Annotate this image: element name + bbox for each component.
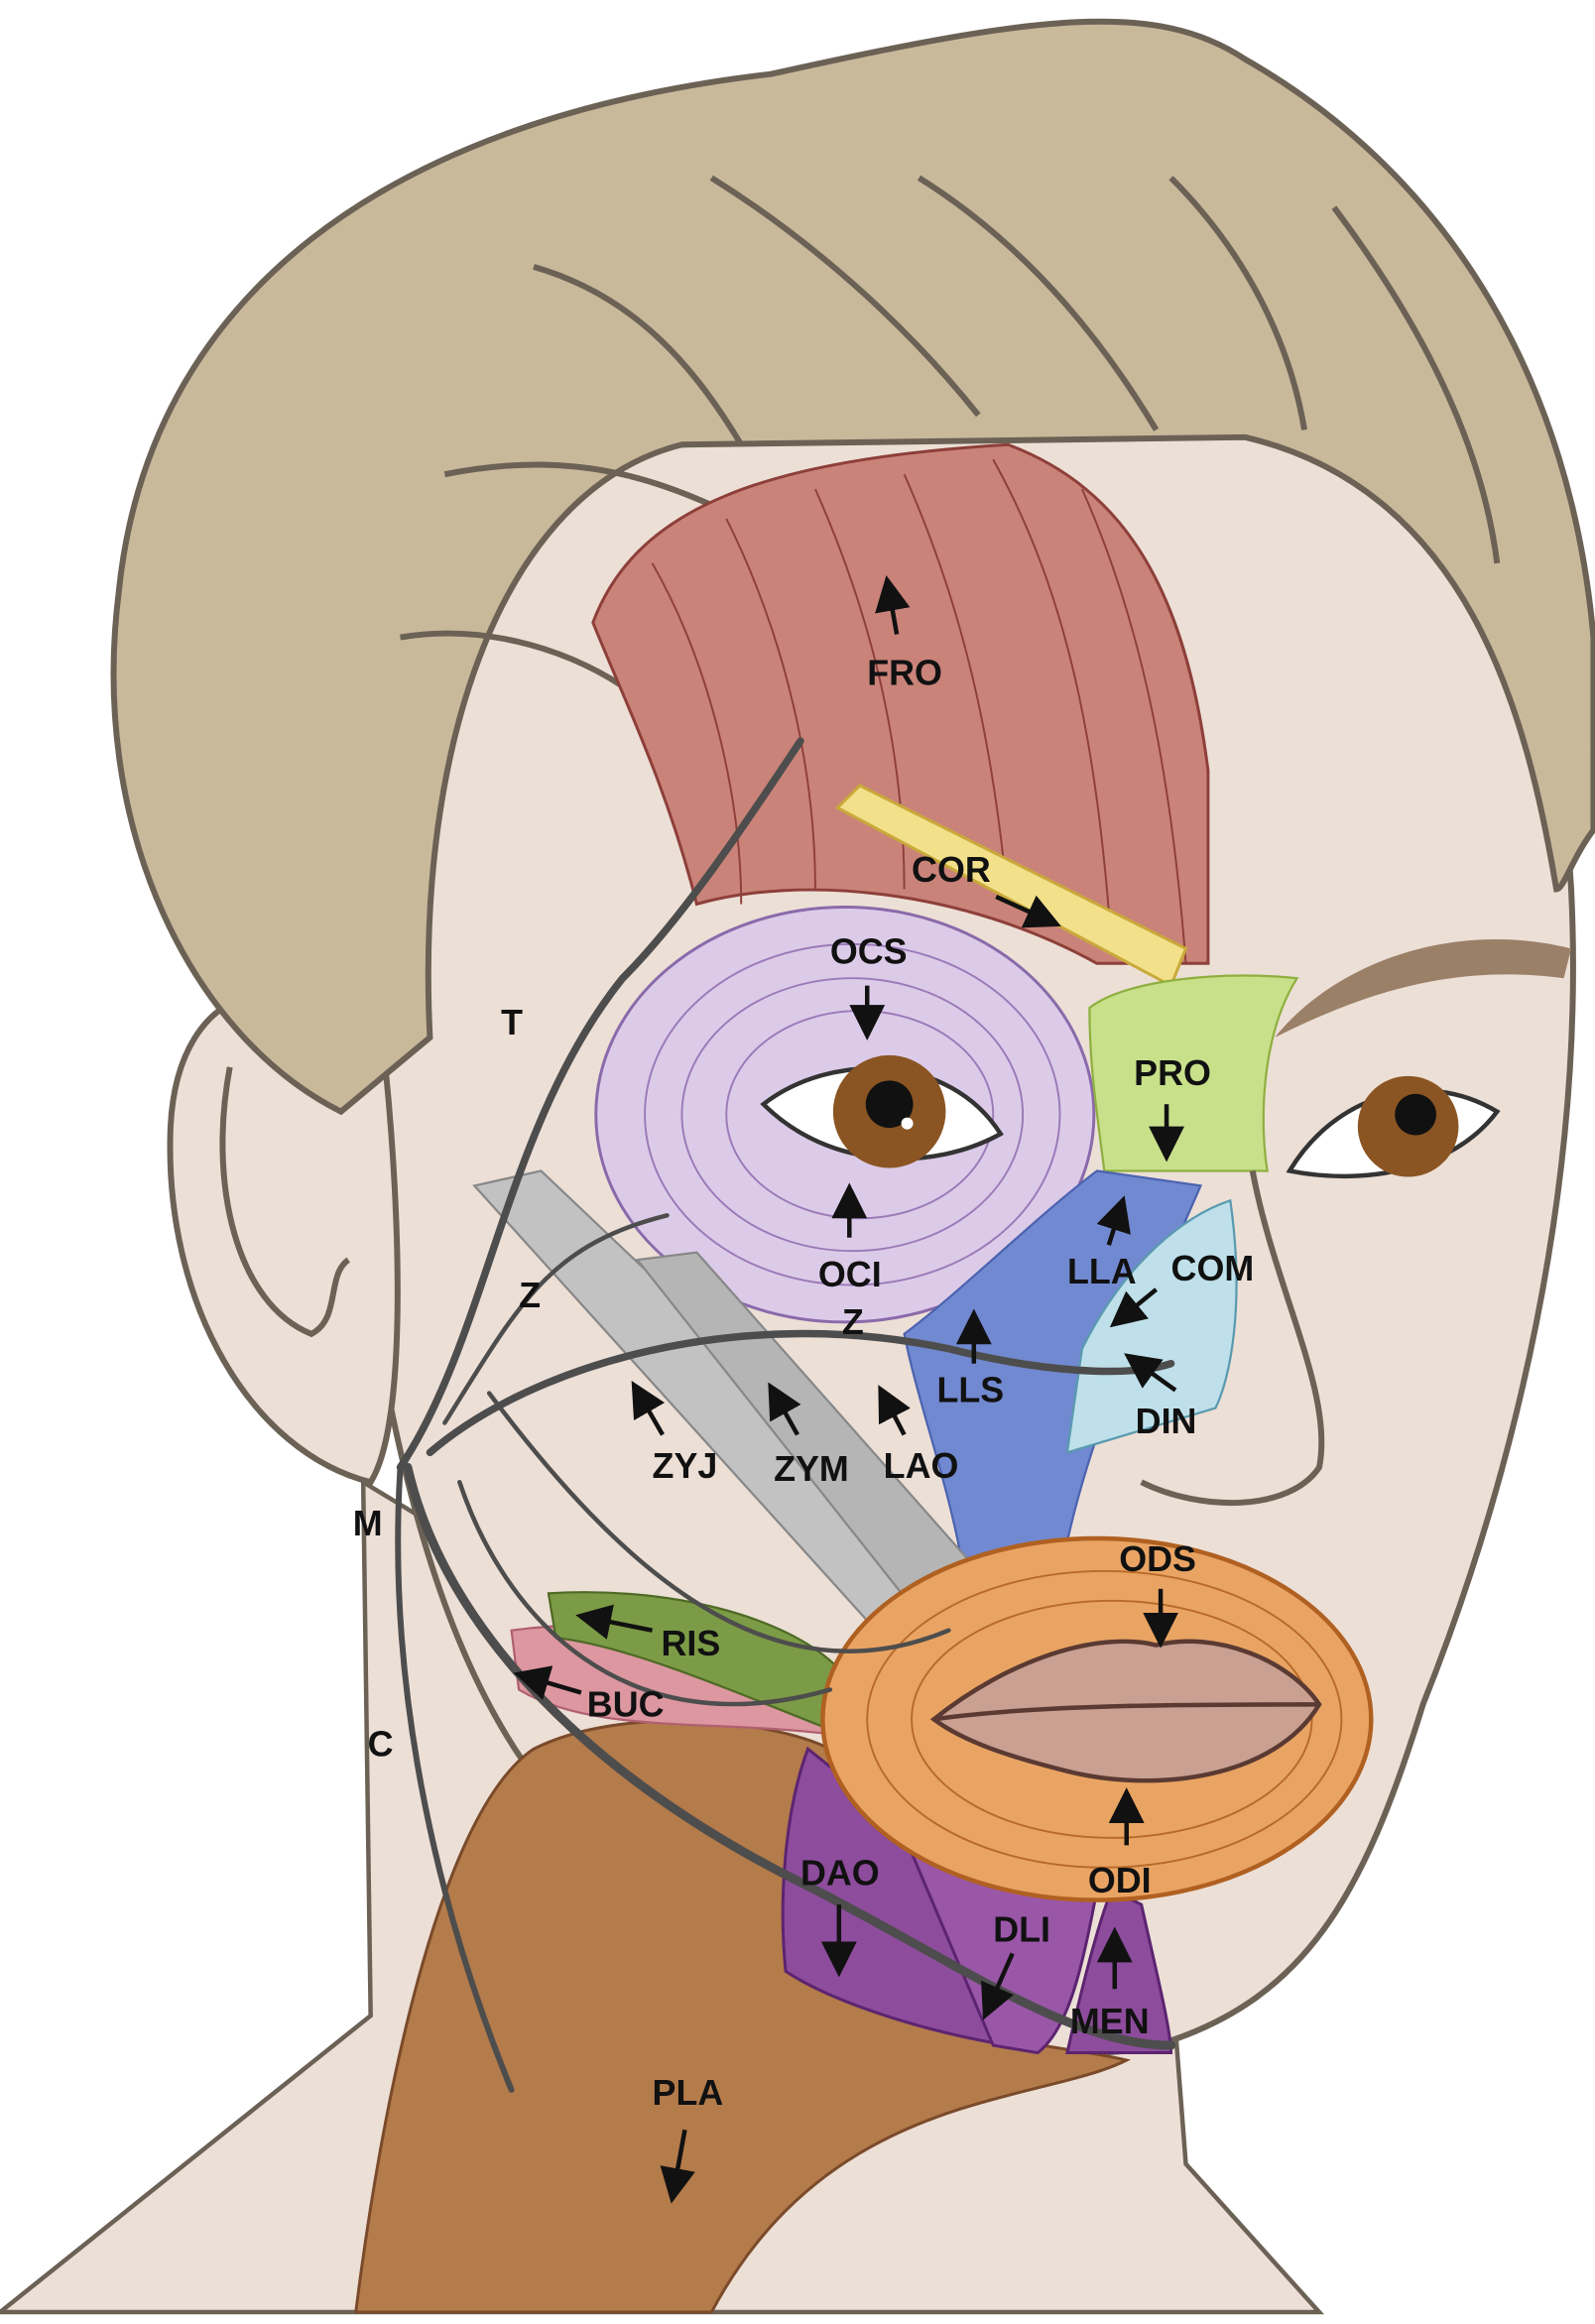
labels: FRO COR OCS OCI PRO LLA COM Z Z T LLS DI…: [353, 575, 1255, 2204]
eyebrow: [1275, 938, 1572, 1038]
label-com: COM: [1171, 1249, 1255, 1288]
nose: [1140, 1169, 1325, 1507]
label-odi: ODI: [1088, 1861, 1152, 1900]
label-pla: PLA: [653, 2073, 724, 2113]
label-lao: LAO: [884, 1446, 959, 1486]
orbicularis-oris-fibers: [866, 1569, 1343, 1869]
ear-inner: [219, 1066, 351, 1338]
label-oci: OCI: [818, 1255, 882, 1294]
label-m: M: [353, 1504, 383, 1543]
label-lls: LLS: [936, 1371, 1004, 1410]
label-men: MEN: [1070, 2002, 1150, 2041]
depressor-labii-inferioris-muscle: [909, 1850, 1099, 2055]
label-zym: ZYM: [774, 1449, 849, 1489]
compressor-naris-muscle: [1065, 1198, 1238, 1454]
label-lla: LLA: [1067, 1252, 1137, 1291]
hair: [110, 18, 1595, 1116]
label-ocs: OCS: [830, 931, 908, 971]
label-z1: Z: [842, 1302, 864, 1342]
frontalis-muscle: [591, 442, 1210, 965]
label-pro: PRO: [1134, 1053, 1211, 1093]
label-z2: Z: [519, 1276, 541, 1315]
label-din: DIN: [1136, 1402, 1197, 1441]
hair-strands: [400, 175, 1501, 699]
label-buc: BUC: [587, 1684, 665, 1724]
facial-nerve: [395, 737, 1176, 2093]
label-zyj: ZYJ: [653, 1446, 718, 1486]
label-c: C: [368, 1725, 394, 1765]
label-dli: DLI: [993, 1909, 1050, 1949]
label-cor: COR: [912, 850, 991, 890]
label-ris: RIS: [662, 1624, 721, 1663]
procerus-muscle: [1088, 974, 1299, 1172]
label-fro: FRO: [867, 653, 942, 692]
label-t: T: [501, 1003, 523, 1042]
label-dao: DAO: [800, 1854, 880, 1894]
label-ods: ODS: [1119, 1539, 1196, 1579]
